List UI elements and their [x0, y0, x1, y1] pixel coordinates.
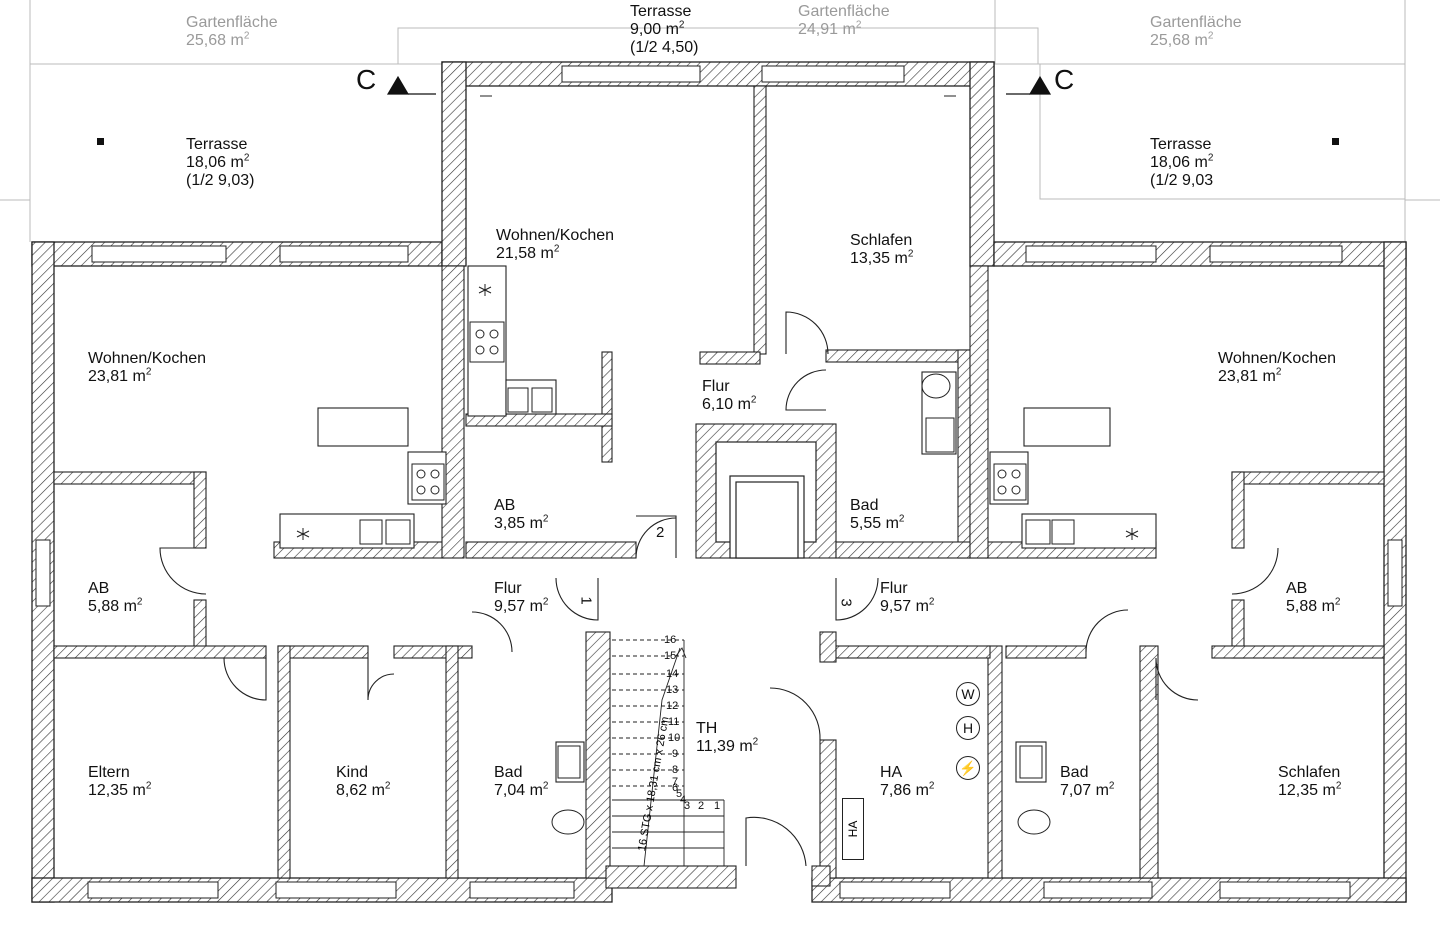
room-ab-left: AB 5,88 m2: [88, 580, 143, 615]
stair-step-9: 9: [672, 748, 679, 760]
room-flur-top: Flur 6,10 m2: [702, 378, 757, 413]
room-th: TH 11,39 m2: [696, 720, 759, 755]
room-flur-left: Flur 9,57 m2: [494, 580, 549, 615]
room-eltern: Eltern 12,35 m2: [88, 764, 152, 799]
garden-left-label: Gartenfläche 25,68 m2: [186, 14, 278, 49]
room-ab-center: AB 3,85 m2: [494, 497, 549, 532]
ha-connection-box: HA: [842, 798, 864, 860]
stair-step-5: 5: [676, 788, 683, 800]
room-kind: Kind 8,62 m2: [336, 764, 391, 799]
heating-icon: H: [956, 716, 980, 740]
stair-step-13: 13: [666, 684, 679, 696]
section-mark-left: C: [356, 64, 377, 95]
room-flur-right: Flur 9,57 m2: [880, 580, 935, 615]
room-ha: HA 7,86 m2: [880, 764, 935, 799]
stair-step-11: 11: [668, 716, 680, 728]
stair-step-12: 12: [666, 700, 679, 712]
stair-step-1: 1: [714, 800, 721, 812]
garden-center-label: Gartenfläche 24,91 m2: [798, 3, 890, 38]
room-wohnen-center: Wohnen/Kochen 21,58 m2: [496, 227, 615, 262]
windows: [35, 65, 1403, 899]
stair-step-14: 14: [666, 668, 679, 680]
room-wohnen-right: Wohnen/Kochen 23,81 m2: [1218, 350, 1337, 385]
staircase: [612, 639, 725, 867]
stair-step-8: 8: [672, 764, 679, 776]
door-number-3: 3: [837, 598, 855, 607]
terrace-left-label: Terrasse 18,06 m2 (1/2 9,03): [186, 136, 255, 189]
room-bad-top: Bad 5,55 m2: [850, 497, 905, 532]
stair-step-4: 4: [680, 794, 687, 806]
stair-step-7: 7: [672, 776, 679, 788]
door-number-2: 2: [656, 524, 665, 541]
garden-right-label: Gartenfläche 25,68 m2: [1150, 14, 1242, 49]
section-arrows: [386, 75, 1052, 95]
section-mark-right: C: [1054, 64, 1075, 95]
stair-step-2: 2: [698, 800, 705, 812]
stair-step-15: 15: [664, 650, 677, 662]
stair-step-10: 10: [668, 732, 681, 744]
water-meter-icon: W: [956, 682, 980, 706]
door-number-1: 1: [577, 596, 595, 605]
door-swings: [159, 311, 1279, 867]
kitchen-fixtures: [359, 321, 1075, 835]
room-bad-left: Bad 7,04 m2: [494, 764, 549, 799]
terrace-top-label: Terrasse 9,00 m2 (1/2 4,50): [630, 3, 699, 56]
terrace-markers: [97, 138, 1339, 145]
fridge-markers: [296, 284, 1139, 540]
electric-meter-icon: ⚡: [956, 756, 980, 780]
stair-step-6: 6: [672, 782, 679, 794]
stair-step-16: 16: [664, 634, 677, 646]
room-bad-right: Bad 7,07 m2: [1060, 764, 1115, 799]
room-schlafen-top: Schlafen 13,35 m2: [850, 232, 914, 267]
room-schlafen-right: Schlafen 12,35 m2: [1278, 764, 1342, 799]
elevator-shaft: [715, 441, 817, 559]
room-wohnen-left: Wohnen/Kochen 23,81 m2: [88, 350, 207, 385]
stair-step-3: 3: [684, 800, 691, 812]
terrace-right-label: Terrasse 18,06 m2 (1/2 9,03: [1150, 136, 1214, 189]
room-ab-right: AB 5,88 m2: [1286, 580, 1341, 615]
